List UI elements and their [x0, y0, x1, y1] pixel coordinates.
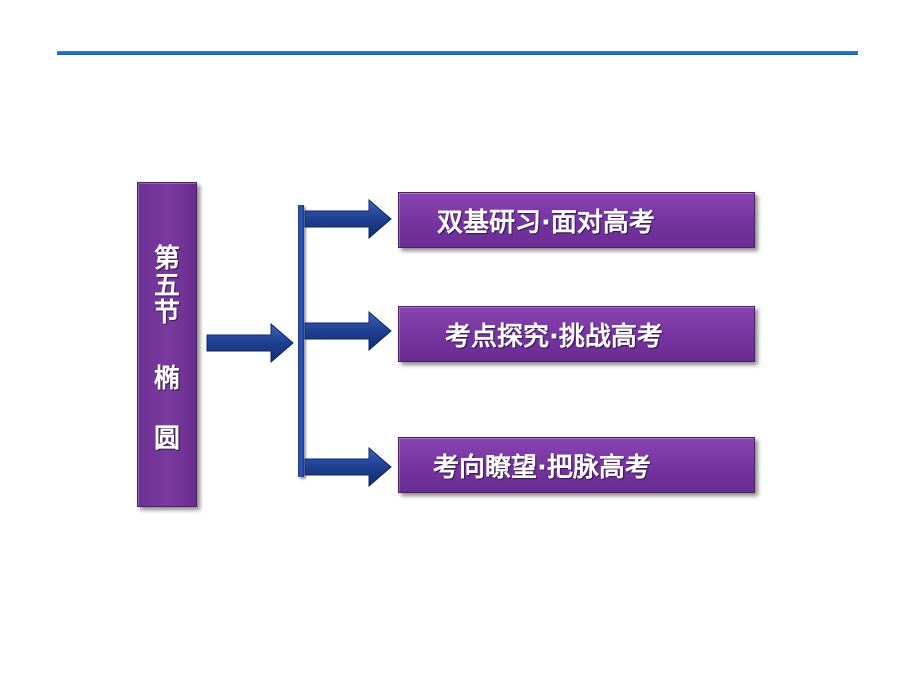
branch-arrow-right-icon: [304, 446, 392, 488]
link-box-basic-study[interactable]: 双基研习·面对高考: [398, 192, 755, 248]
main-arrow-right-icon: [206, 322, 294, 364]
title-char-4: 椭: [153, 364, 180, 394]
title-char-2: 五: [153, 271, 180, 301]
section-title-box: 第 五 节 椭 圆: [137, 182, 197, 507]
link-box-topic-explore[interactable]: 考点探究·挑战高考: [398, 306, 755, 362]
title-char-5: 圆: [153, 424, 180, 454]
title-char-3: 节: [153, 298, 180, 328]
link-label: 考点探究·挑战高考: [445, 321, 663, 352]
title-char-1: 第: [153, 244, 180, 274]
top-divider: [57, 51, 858, 55]
link-label: 双基研习·面对高考: [437, 207, 655, 238]
link-box-outlook[interactable]: 考向瞭望·把脉高考: [398, 437, 755, 493]
branch-arrow-right-icon: [304, 198, 392, 240]
bracket-bar: [298, 205, 304, 477]
link-label: 考向瞭望·把脉高考: [433, 452, 651, 483]
branch-arrow-right-icon: [304, 310, 392, 352]
